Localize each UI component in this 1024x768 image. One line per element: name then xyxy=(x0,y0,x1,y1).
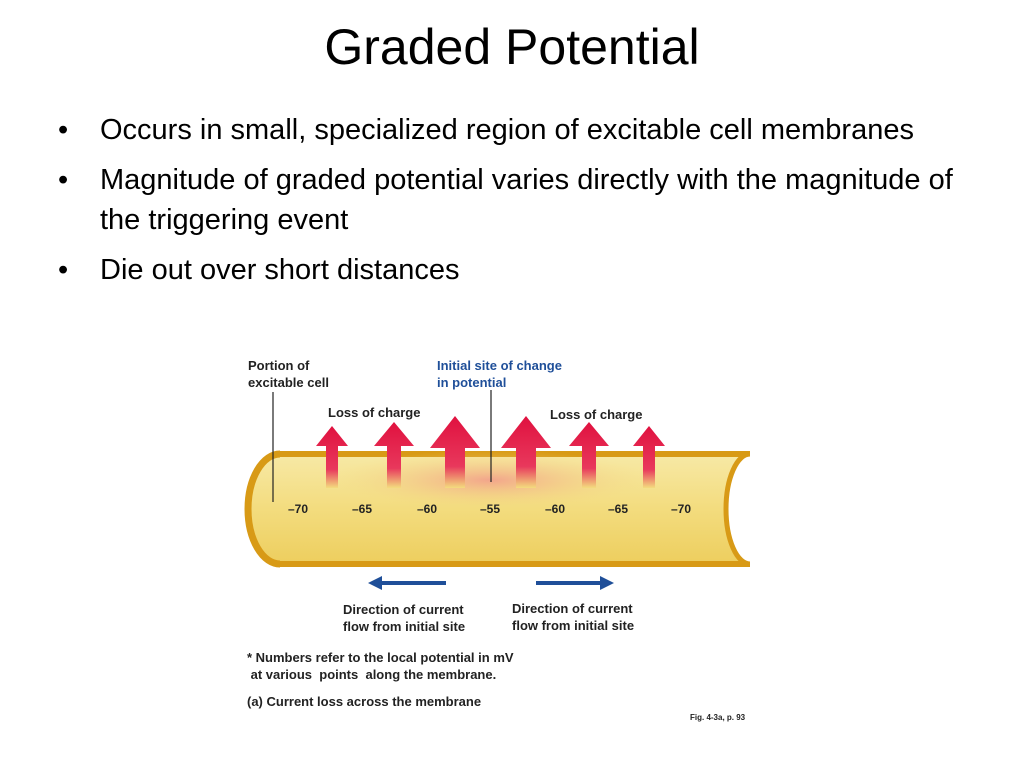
direction-right-label: Direction of current flow from initial s… xyxy=(512,600,634,634)
direction-left-label: Direction of current flow from initial s… xyxy=(343,601,465,635)
current-flow-arrows xyxy=(368,576,614,590)
initial-site-label-line: in potential xyxy=(437,375,507,390)
direction-right-label-line: flow from initial site xyxy=(512,618,635,633)
initial-site-label: Initial site of change in potential xyxy=(437,357,562,391)
bullet-text: Magnitude of graded potential varies dir… xyxy=(100,164,953,236)
bullet-text: Occurs in small, specialized region of e… xyxy=(100,114,914,146)
left-flow-arrowhead xyxy=(368,576,382,590)
membrane-left-end xyxy=(244,450,281,568)
footnote-line: * Numbers refer to the local potential i… xyxy=(247,650,514,665)
charge-arrows xyxy=(316,416,665,488)
up-arrow xyxy=(374,422,414,488)
slide-title: Graded Potential xyxy=(324,19,700,75)
loss-of-charge-right-label: Loss of charge xyxy=(550,407,643,422)
bullet-item: • Occurs in small, specialized region of… xyxy=(58,110,958,150)
bullet-list: • Occurs in small, specialized region of… xyxy=(58,110,958,300)
membrane-right-cut xyxy=(726,454,760,564)
potential-value: –60 xyxy=(544,502,566,516)
up-arrow xyxy=(430,416,480,488)
potential-value: –70 xyxy=(670,502,692,516)
portion-label: Portion of excitable cell xyxy=(248,357,329,391)
loss-of-charge-left-label: Loss of charge xyxy=(328,405,421,420)
bullet-item: • Die out over short distances xyxy=(58,250,958,290)
potential-value: –60 xyxy=(416,502,438,516)
footnote-line: at various points along the membrane. xyxy=(247,667,497,682)
portion-label-line: excitable cell xyxy=(248,375,329,390)
bullet-item: • Magnitude of graded potential varies d… xyxy=(58,160,958,240)
up-arrow xyxy=(633,426,665,488)
figure-caption: (a) Current loss across the membrane xyxy=(247,694,482,709)
bullet-marker: • xyxy=(58,114,69,146)
figure-source: Fig. 4-3a, p. 93 xyxy=(690,713,746,722)
up-arrow xyxy=(501,416,551,488)
bullet-marker: • xyxy=(58,254,69,286)
membrane-right-end xyxy=(723,451,751,567)
up-arrow xyxy=(316,426,348,488)
direction-right-label-line: Direction of current xyxy=(512,601,633,616)
right-flow-arrowhead xyxy=(600,576,614,590)
membrane-diagram xyxy=(244,390,760,590)
up-arrow xyxy=(569,422,609,488)
direction-left-label-line: flow from initial site xyxy=(343,619,466,634)
portion-label-line: Portion of xyxy=(248,358,310,373)
bullet-text: Die out over short distances xyxy=(100,254,460,286)
charge-glow xyxy=(330,450,650,510)
direction-left-label-line: Direction of current xyxy=(343,602,464,617)
potential-value: –70 xyxy=(287,502,309,516)
potential-value: –65 xyxy=(351,502,373,516)
bullet-marker: • xyxy=(58,164,69,196)
graded-potential-figure: Portion of excitable cell Initial site o… xyxy=(240,350,780,730)
potential-value: –55 xyxy=(479,502,501,516)
potential-value: –65 xyxy=(607,502,629,516)
initial-site-label-line: Initial site of change xyxy=(437,358,562,373)
footnote: * Numbers refer to the local potential i… xyxy=(247,649,514,683)
